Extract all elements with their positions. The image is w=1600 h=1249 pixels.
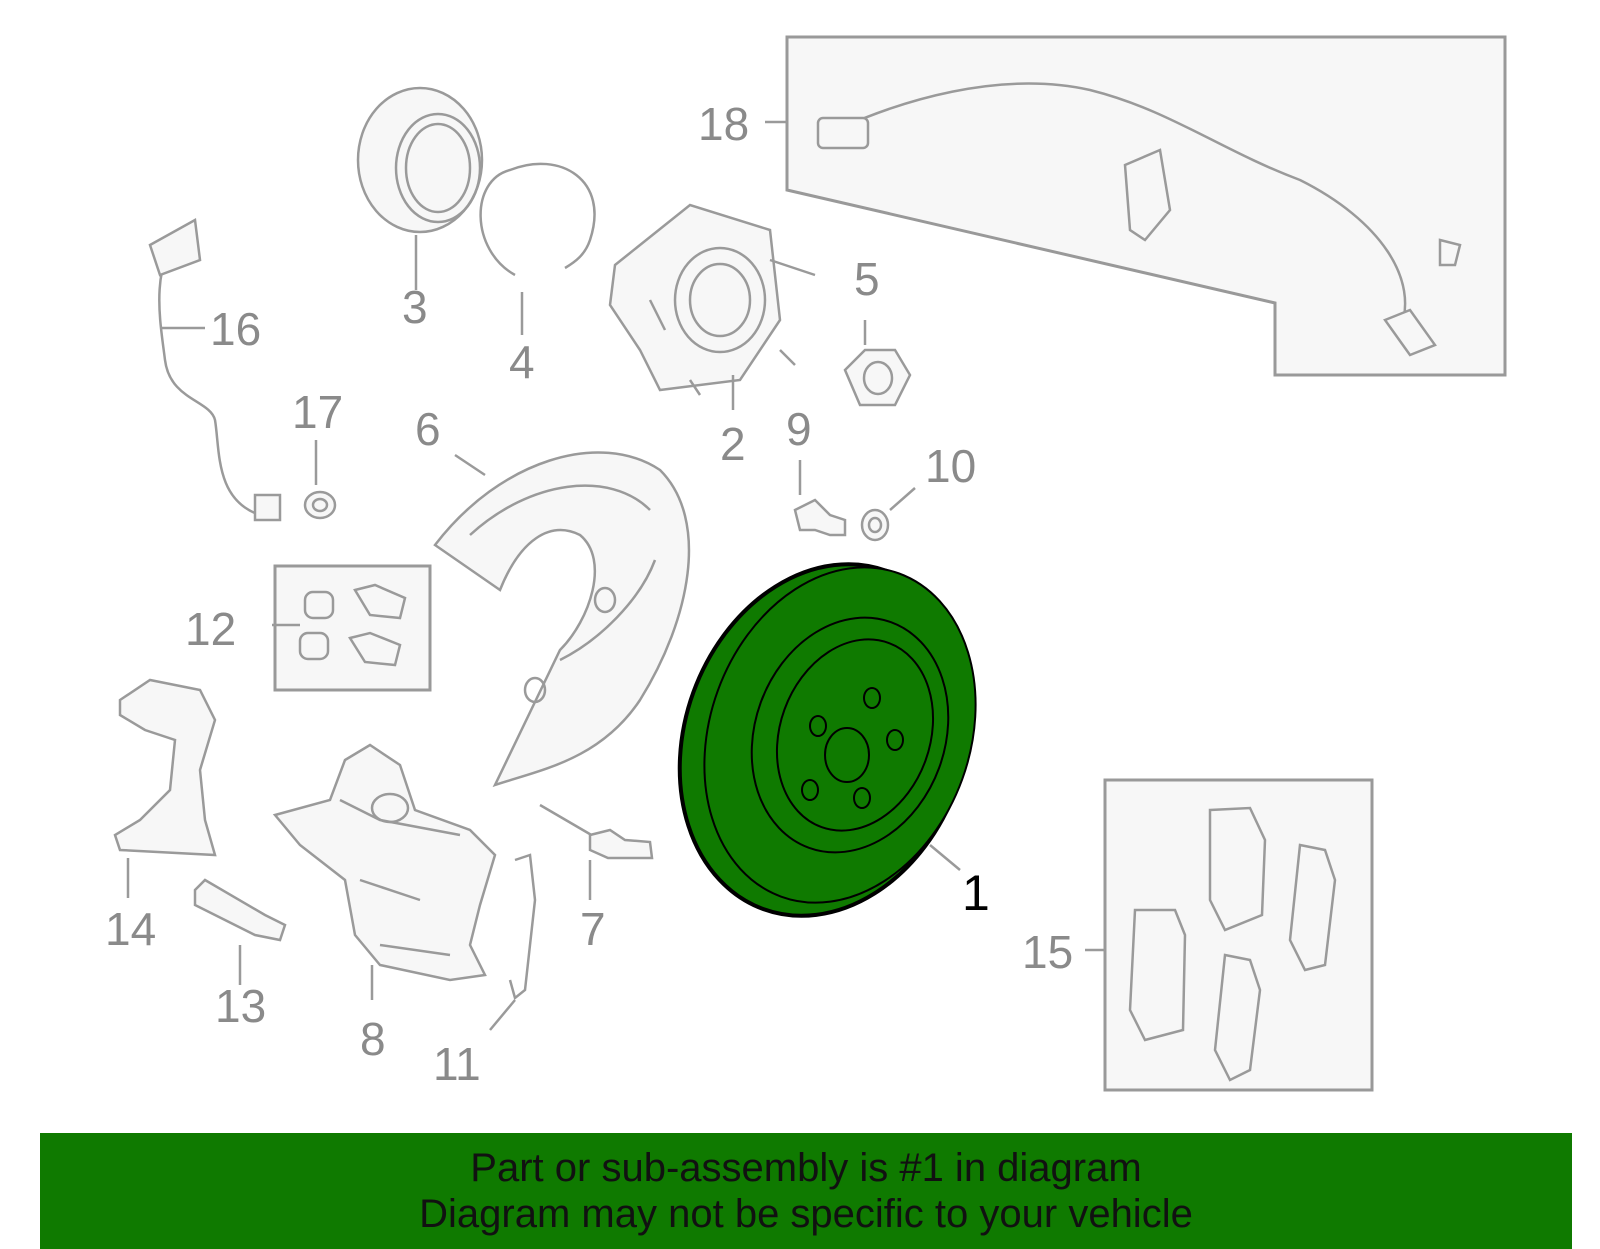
callout-1: 1 — [962, 865, 990, 921]
wheel-bearing — [356, 86, 484, 234]
brake-hose — [148, 218, 282, 522]
banner-line-1: Part or sub-assembly is #1 in diagram — [470, 1146, 1142, 1190]
callout-16: 16 — [210, 303, 261, 355]
caliper-bracket — [113, 678, 217, 857]
callout-8: 8 — [360, 1013, 386, 1065]
abs-sensor-harness-group — [785, 35, 1507, 377]
callout-9: 9 — [786, 403, 812, 455]
callout-18: 18 — [698, 98, 749, 150]
callout-13: 13 — [215, 980, 266, 1032]
callout-17: 17 — [292, 386, 343, 438]
snap-ring — [479, 162, 596, 277]
washer — [303, 490, 337, 520]
callout-11: 11 — [433, 1038, 481, 1090]
brake-rotor-highlighted — [677, 562, 977, 918]
callout-5: 5 — [854, 253, 880, 305]
callout-12: 12 — [185, 603, 236, 655]
callout-2: 2 — [720, 418, 746, 470]
callout-6: 6 — [415, 403, 441, 455]
dust-shield — [433, 451, 691, 788]
brake-caliper — [272, 743, 497, 982]
callout-15: 15 — [1022, 926, 1073, 978]
wheel-hub — [608, 203, 816, 396]
bolt — [793, 498, 847, 537]
callout-7: 7 — [580, 903, 606, 955]
callout-4: 4 — [509, 336, 535, 388]
brake-pad-set — [1103, 778, 1374, 1092]
guide-pin-kit — [273, 564, 432, 692]
guide-pin — [193, 878, 287, 942]
banner-line-2: Diagram may not be specific to your vehi… — [419, 1192, 1193, 1236]
info-banner: Part or sub-assembly is #1 in diagram Di… — [40, 1133, 1572, 1249]
leader-lines — [126, 120, 1105, 1031]
bleeder-screw — [539, 803, 654, 860]
callout-14: 14 — [105, 903, 156, 955]
spring-clip — [508, 853, 537, 1001]
hub-nut — [843, 348, 912, 407]
washer-10 — [860, 508, 890, 542]
callout-3: 3 — [402, 281, 428, 333]
callout-10: 10 — [925, 440, 976, 492]
